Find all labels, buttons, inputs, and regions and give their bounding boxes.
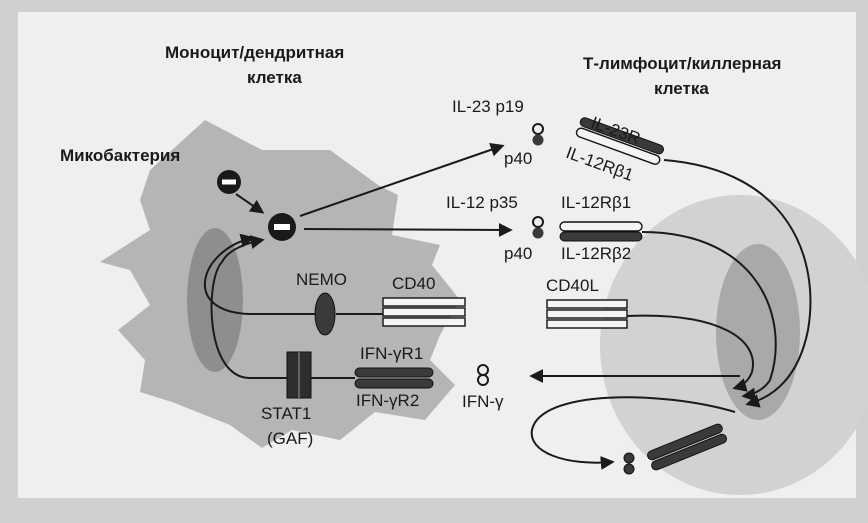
- cd40l-label: CD40L: [546, 276, 599, 296]
- p40-label-il23: p40: [504, 149, 532, 169]
- cd40-receptor: [383, 298, 465, 326]
- monocyte-title-line2: клетка: [247, 68, 302, 88]
- il12rb2-label: IL-12Rβ2: [561, 244, 631, 264]
- il12-receptor: [560, 222, 642, 241]
- cd40l-ligand: [547, 300, 627, 328]
- stat1-molecule: [287, 352, 311, 398]
- ifng-label: IFN-γ: [462, 392, 504, 412]
- gaf-label: (GAF): [267, 429, 313, 449]
- mycobacteria-label: Микобактерия: [60, 146, 180, 166]
- monocyte-title-line1: Моноцит/дендритная: [165, 43, 344, 63]
- ifngr1-label: IFN-γR1: [360, 344, 423, 364]
- mycobacterium-outside: [217, 170, 241, 194]
- il23-p19-label: IL-23 p19: [452, 97, 524, 117]
- nemo-label: NEMO: [296, 270, 347, 290]
- tcell-title-line2: клетка: [654, 79, 709, 99]
- nemo-molecule: [315, 293, 335, 335]
- p40-label-il12: p40: [504, 244, 532, 264]
- il12rb1-label: IL-12Rβ1: [561, 193, 631, 213]
- ifngr2-label: IFN-γR2: [356, 391, 419, 411]
- stat1-label: STAT1: [261, 404, 311, 424]
- cd40-label: CD40: [392, 274, 435, 294]
- mycobacterium-inside: [268, 213, 296, 241]
- tcell-title-line1: Т-лимфоцит/киллерная: [583, 54, 781, 74]
- il12-secretion-arrow: [304, 229, 510, 230]
- il12-p35-label: IL-12 p35: [446, 193, 518, 213]
